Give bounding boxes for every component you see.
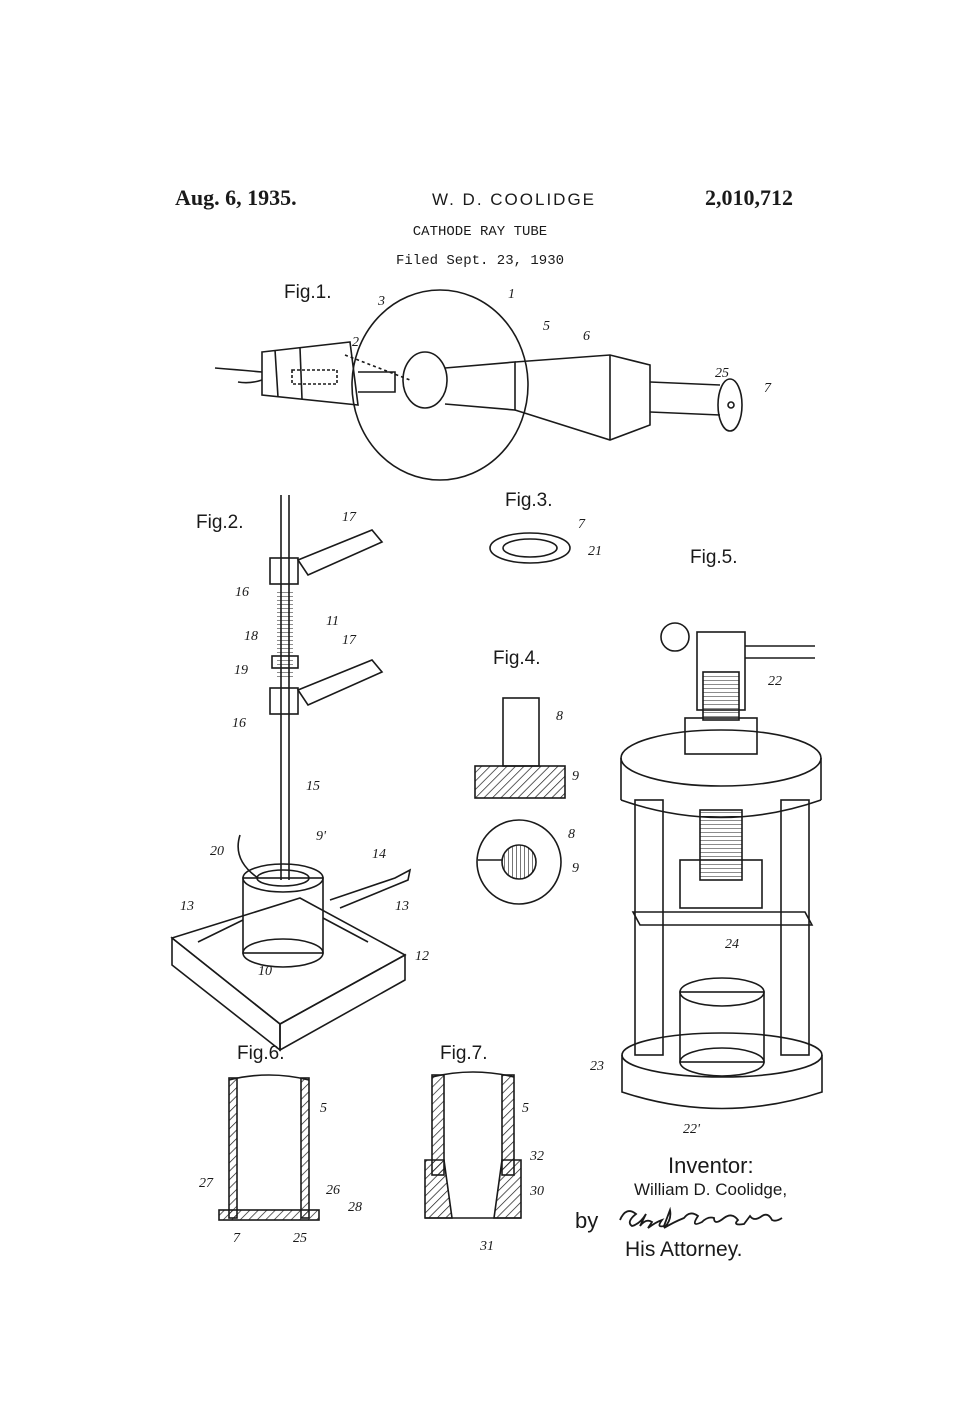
fig2-ref-numeral: 11 <box>326 614 339 629</box>
fig6-ref-numeral: 7 <box>233 1231 241 1246</box>
fig6-ref-numeral: 5 <box>320 1101 327 1116</box>
fig2-ref-numeral: 16 <box>235 585 249 600</box>
by-label: by <box>575 1208 599 1233</box>
inventor-header: W. D. COOLIDGE <box>432 190 597 209</box>
inventor-signature-name: William D. Coolidge, <box>634 1180 788 1199</box>
fig1-ref-numeral: 6 <box>583 329 590 344</box>
patent-number: 2,010,712 <box>705 185 793 210</box>
fig1-ref-numeral: 25 <box>715 366 729 381</box>
fig2-ref-numeral: 16 <box>232 716 246 731</box>
fig2-ref-numeral: 13 <box>395 899 409 914</box>
fig1-cathode-ray-tube <box>214 289 743 481</box>
fig1-ref-numeral: 7 <box>764 381 772 396</box>
fig4-rod-disk <box>474 697 566 905</box>
fig2-ref-numeral: 9' <box>316 829 327 844</box>
fig2-ref-numeral: 18 <box>244 629 258 644</box>
fig2-ref-numeral: 12 <box>415 949 429 964</box>
fig5-ref-numeral: 22' <box>683 1122 701 1137</box>
fig2-ref-numeral: 13 <box>180 899 194 914</box>
fig4-label: Fig.4. <box>493 648 541 669</box>
fig6-ref-numeral: 27 <box>199 1176 214 1191</box>
fig6-label: Fig.6. <box>237 1043 285 1064</box>
fig2-ref-numeral: 14 <box>372 847 386 862</box>
fig2-ref-numeral: 17 <box>342 633 357 648</box>
attorney-label: His Attorney. <box>625 1238 743 1261</box>
fig1-ref-numeral: 3 <box>377 294 385 309</box>
fig4-ref-numeral: 9 <box>572 861 579 876</box>
fig2-ref-numeral: 20 <box>210 844 224 859</box>
attorney-signature <box>619 1206 783 1229</box>
fig2-ref-numeral: 10 <box>258 964 272 979</box>
fig7-ref-numeral: 32 <box>529 1149 544 1164</box>
fig7-ref-numeral: 5 <box>522 1101 529 1116</box>
fig1-ref-numeral: 2 <box>352 335 359 350</box>
fig3-label: Fig.3. <box>505 490 553 511</box>
fig5-press <box>620 622 823 1110</box>
fig2-ref-numeral: 15 <box>306 779 320 794</box>
fig7-ref-numeral: 30 <box>529 1184 544 1199</box>
fig6-tube-section <box>218 1074 320 1221</box>
fig2-ref-numeral: 17 <box>342 510 357 525</box>
fig4-ref-numeral: 9 <box>572 769 579 784</box>
fig5-label: Fig.5. <box>690 547 738 568</box>
fig5-ref-numeral: 22 <box>768 674 782 689</box>
fig6-ref-numeral: 28 <box>348 1200 362 1215</box>
fig6-ref-numeral: 26 <box>326 1183 340 1198</box>
inventor-heading: Inventor: <box>668 1153 754 1178</box>
fig1-ref-numeral: 5 <box>543 319 550 334</box>
fig7-label: Fig.7. <box>440 1043 488 1064</box>
fig7-ref-numeral: 31 <box>479 1239 494 1254</box>
filed-date: Filed Sept. 23, 1930 <box>395 253 565 269</box>
fig4-ref-numeral: 8 <box>556 709 563 724</box>
fig2-label: Fig.2. <box>196 512 244 533</box>
fig3-ref-numeral: 7 <box>578 517 586 532</box>
patent-title: CATHODE RAY TUBE <box>412 224 548 240</box>
fig6-ref-numeral: 25 <box>293 1231 307 1246</box>
fig5-ref-numeral: 24 <box>725 937 739 952</box>
fig4-ref-numeral: 8 <box>568 827 575 842</box>
fig2-stand <box>170 495 412 1052</box>
patent-date: Aug. 6, 1935. <box>175 185 297 210</box>
fig3-washer <box>489 532 571 564</box>
fig3-ref-numeral: 21 <box>588 544 602 559</box>
fig1-label: Fig.1. <box>284 282 332 303</box>
fig5-ref-numeral: 23 <box>590 1059 604 1074</box>
fig1-ref-numeral: 1 <box>508 287 515 302</box>
fig2-ref-numeral: 19 <box>234 663 248 678</box>
fig7-mold-section <box>424 1071 522 1219</box>
